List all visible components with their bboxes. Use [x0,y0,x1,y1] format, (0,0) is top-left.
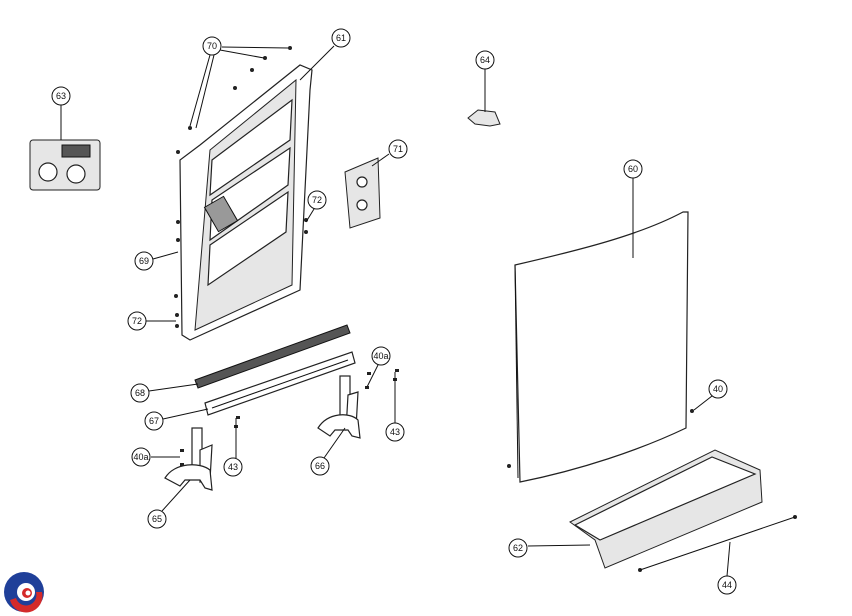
hinge-65 [164,427,213,491]
svg-text:43: 43 [390,427,400,437]
callout-43-mid: 43 [223,457,243,477]
callout-40a-top: 40a [371,346,391,366]
leader-lines [60,45,796,577]
svg-text:62: 62 [513,543,523,553]
svg-text:71: 71 [393,144,403,154]
svg-text:68: 68 [135,388,145,398]
door-strip-67 [204,351,356,416]
callout-68: 68 [130,383,150,403]
svg-text:40: 40 [713,384,723,394]
inner-door-panel-61 [179,64,313,341]
svg-text:72: 72 [132,316,142,326]
svg-text:65: 65 [152,514,162,524]
svg-text:67: 67 [149,416,159,426]
door-latch-64 [467,109,501,127]
callout-40: 40 [708,379,728,399]
svg-text:40a: 40a [373,351,388,361]
callout-64: 64 [475,50,495,70]
callout-72-upper: 72 [307,190,327,210]
svg-text:44: 44 [722,580,732,590]
svg-text:40a: 40a [133,452,148,462]
kick-plate-62 [569,449,797,572]
callout-65: 65 [147,509,167,529]
svg-text:64: 64 [480,55,490,65]
svg-text:63: 63 [56,91,66,101]
callout-63: 63 [51,86,71,106]
svg-text:72: 72 [312,195,322,205]
callout-71: 71 [388,139,408,159]
svg-text:60: 60 [628,164,638,174]
callout-60: 60 [623,159,643,179]
door-seal-68 [194,324,351,389]
callout-40a-left: 40a [131,447,151,467]
svg-text:61: 61 [336,33,346,43]
callout-66: 66 [310,456,330,476]
brand-logo [4,572,44,613]
svg-text:43: 43 [228,462,238,472]
outer-door-panel-60 [507,211,694,483]
callout-72-lower: 72 [127,311,147,331]
callout-62: 62 [508,538,528,558]
callout-61: 61 [331,28,351,48]
svg-text:69: 69 [139,256,149,266]
bracket-71 [344,157,381,229]
svg-text:66: 66 [315,461,325,471]
screws [174,46,308,328]
callout-70: 70 [202,36,222,56]
svg-text:70: 70 [207,41,217,51]
callout-44: 44 [717,575,737,595]
detergent-dispenser-63 [29,139,101,191]
hinge-66 [317,375,361,439]
callout-67: 67 [144,411,164,431]
callout-43-right: 43 [385,422,405,442]
callout-69: 69 [134,251,154,271]
